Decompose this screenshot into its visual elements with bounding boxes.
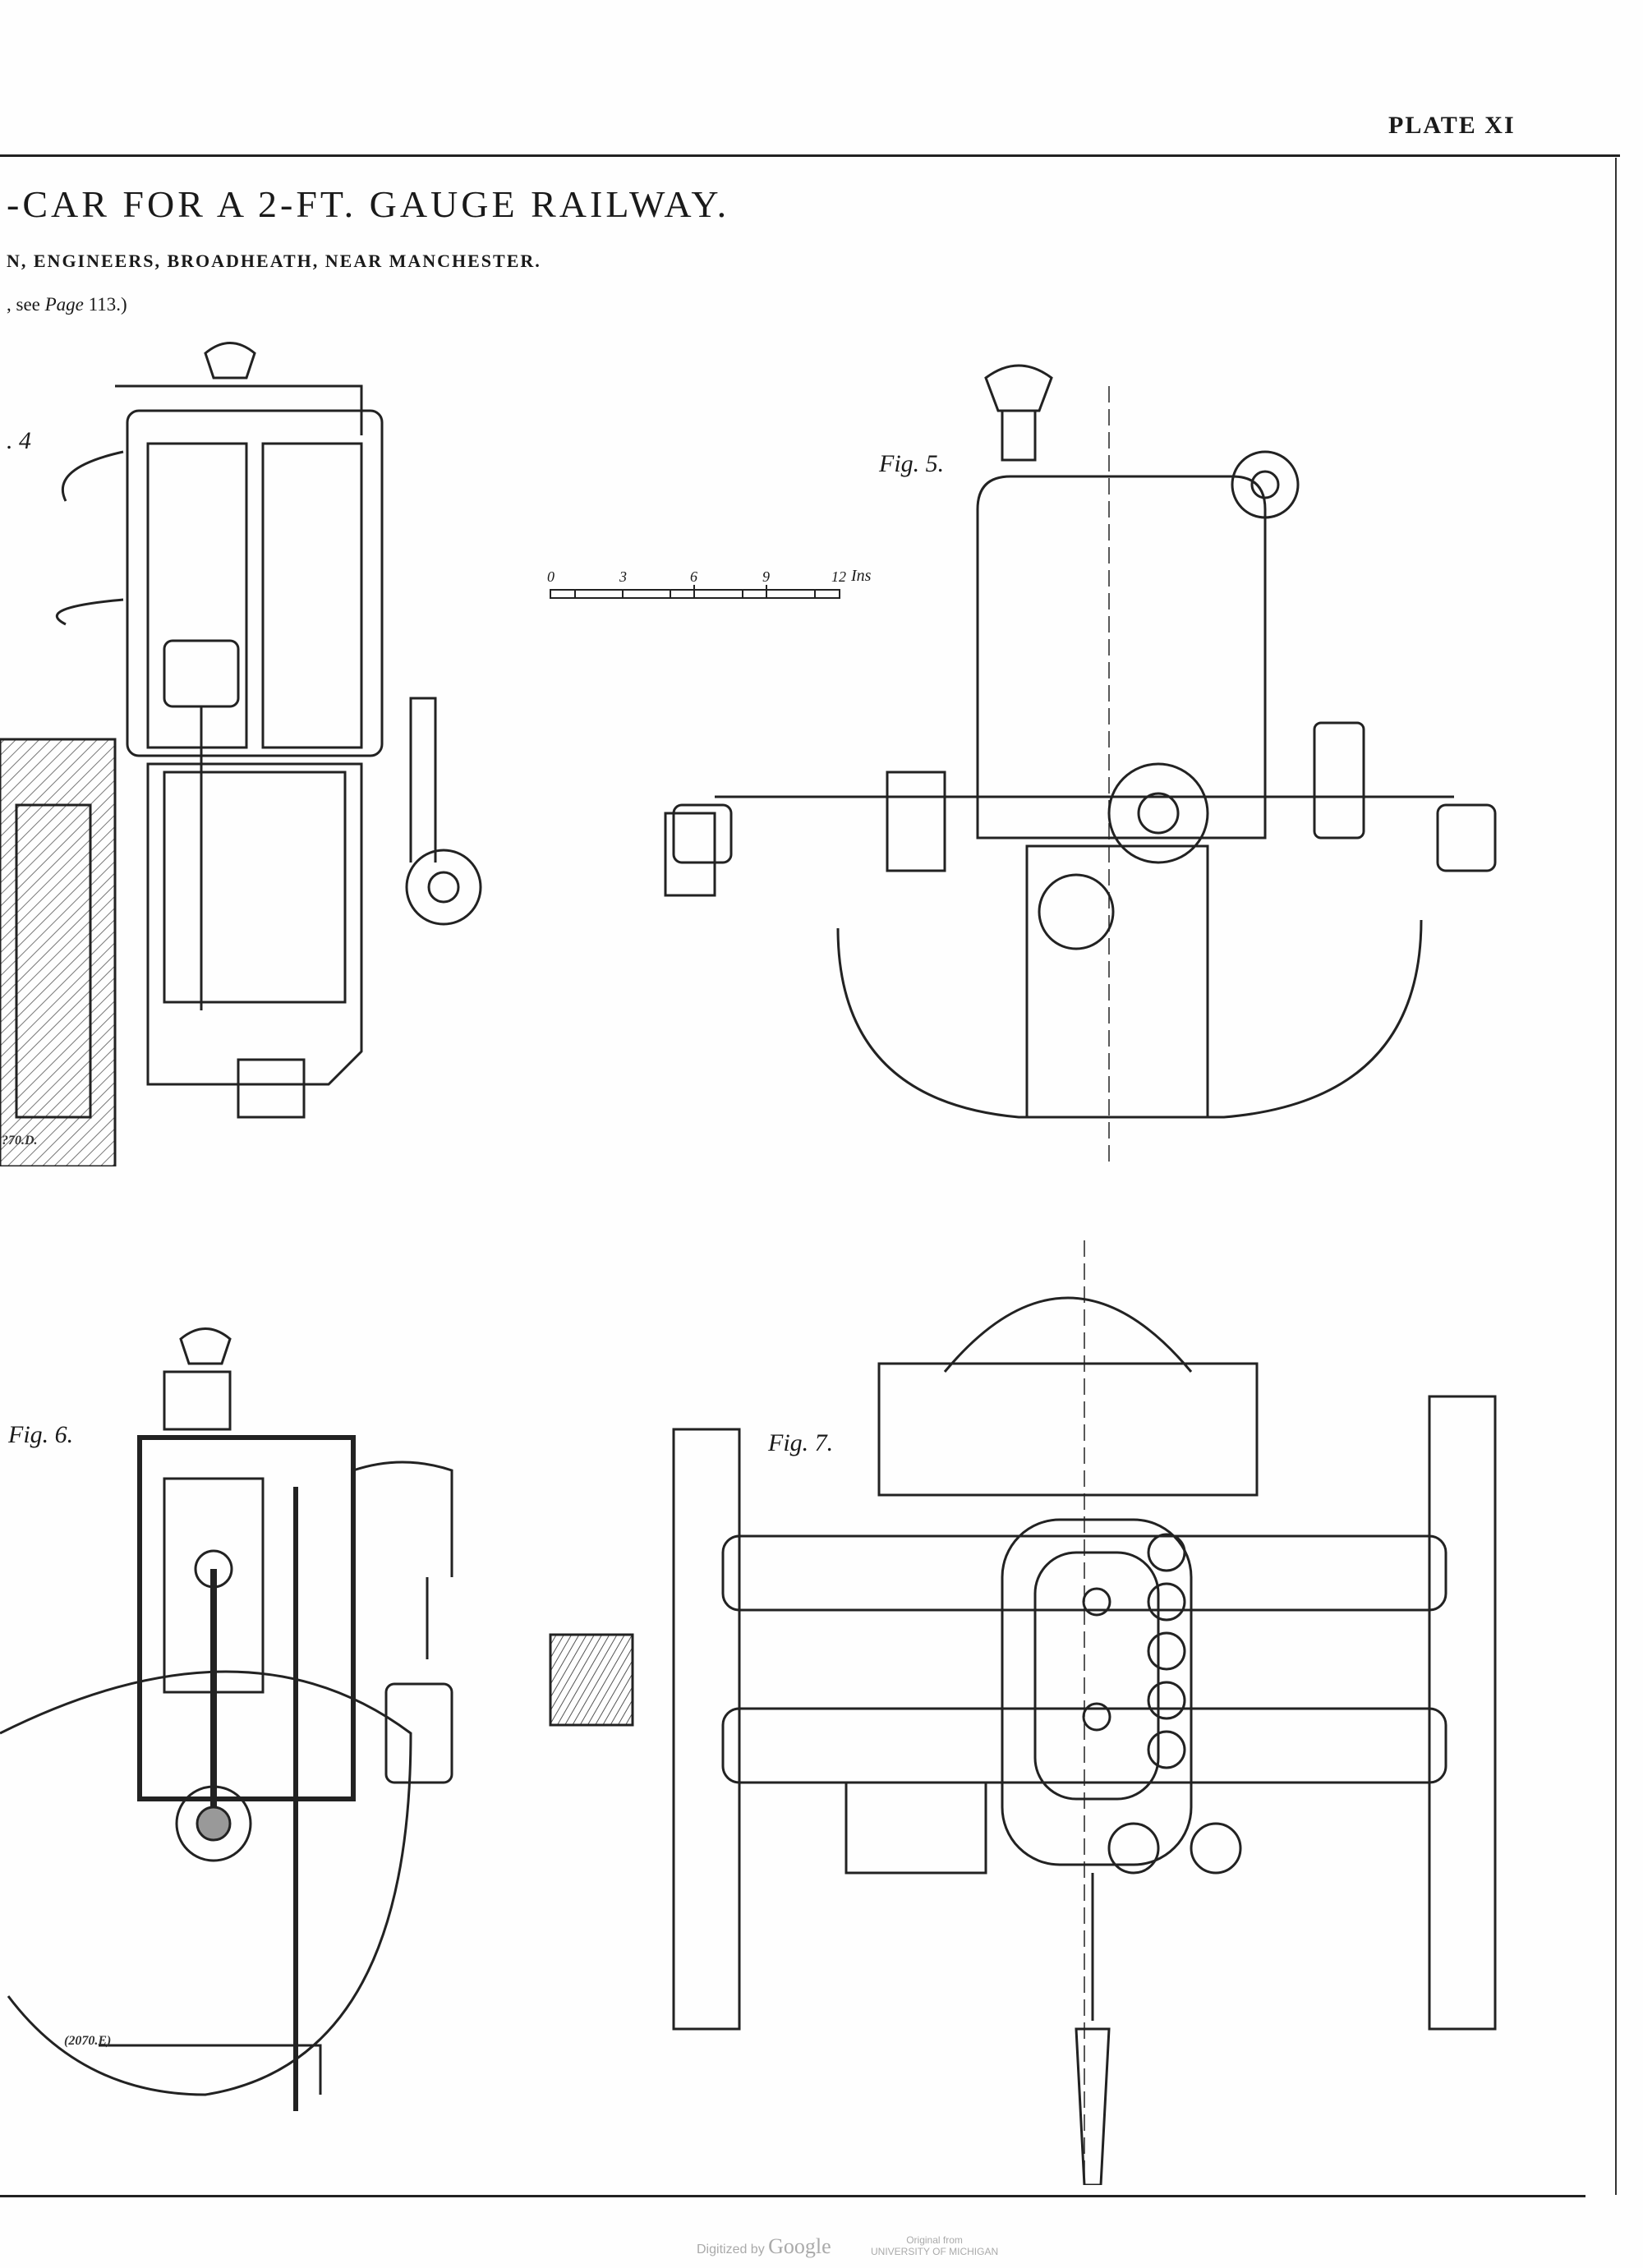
fig7-label: Fig. 7. [768, 1429, 834, 1456]
scale-tick-9: 9 [762, 568, 770, 585]
right-border [1615, 158, 1617, 2195]
plate-number: PLATE XI [1388, 112, 1516, 139]
digitized-by-google-watermark: Digitized by Google [697, 2234, 831, 2259]
university-text: UNIVERSITY OF MICHIGAN [871, 2246, 999, 2257]
plate-title: -CAR FOR A 2-FT. GAUGE RAILWAY. [7, 183, 730, 225]
fig6-engine-cross-section-drawing [0, 1327, 634, 2111]
page-reference: , see Page 113.) [7, 294, 127, 315]
scale-tick-3: 3 [619, 568, 627, 585]
scale-bar-graphic [550, 585, 840, 599]
reference-prefix: , see [7, 294, 40, 315]
reference-page-label: Page [44, 294, 84, 315]
fig5-engine-end-view-drawing [664, 364, 1497, 1166]
fig6-label: Fig. 6. [8, 1421, 74, 1448]
original-from-text: Original from [906, 2234, 963, 2246]
scale-unit: Ins [851, 567, 872, 585]
scale-tick-12: 12 [831, 568, 846, 585]
digitized-text: Digitized by [697, 2243, 765, 2256]
fig4-label: . 4 [7, 427, 31, 454]
scale-bar: 0 3 6 9 12 Ins [542, 567, 904, 610]
fig7-engine-plan-view-drawing [672, 1240, 1497, 2185]
fig5-label: Fig. 5. [879, 450, 945, 477]
google-logo-text: Google [768, 2234, 831, 2258]
scale-tick-0: 0 [547, 568, 555, 585]
top-rule [0, 154, 1620, 157]
original-from-watermark: Original from UNIVERSITY OF MICHIGAN [871, 2234, 998, 2257]
fig6-drawing-number: (2070.E) [64, 2034, 112, 2048]
plate-subtitle: N, ENGINEERS, BROADHEATH, NEAR MANCHESTE… [7, 251, 541, 271]
reference-page-number: 113.) [88, 294, 127, 315]
fig4-engine-section-drawing [0, 342, 482, 1166]
bottom-rule [0, 2195, 1585, 2197]
fig4-drawing-number: ?70.D. [2, 1134, 38, 1148]
scale-tick-6: 6 [690, 568, 697, 585]
